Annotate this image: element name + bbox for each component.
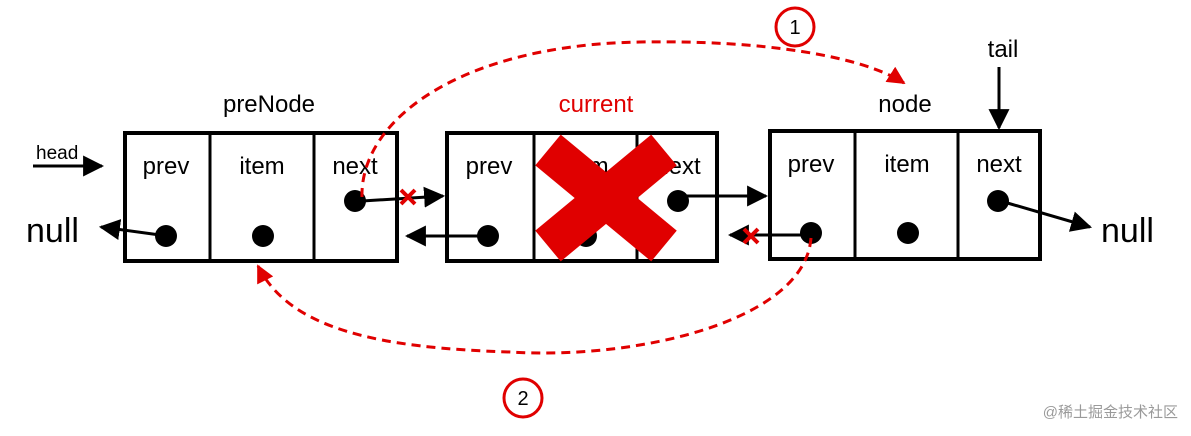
prenode-next-to-current-arrow: [361, 186, 446, 208]
node-item-dot: [897, 222, 919, 244]
step2-dashed-arrow: [256, 237, 813, 355]
node-next-cell: next: [976, 151, 1022, 178]
head-label: head: [36, 143, 78, 164]
step-1-label: 1: [789, 17, 800, 39]
cut-mark-icon-prev: [742, 227, 760, 245]
node-box: prev item next: [768, 129, 1042, 261]
prenode-next-cell: next: [332, 153, 378, 180]
prenode-box: prev item next: [123, 131, 399, 263]
cut-mark-icon-next: [399, 188, 417, 206]
prenode-prev-cell: prev: [143, 153, 190, 180]
current-label: current: [559, 91, 634, 118]
step-2-badge: 2: [502, 377, 544, 419]
step-1-badge: 1: [774, 6, 816, 48]
node-next-dot: [987, 190, 1009, 212]
node-next-to-null-arrow: [1003, 200, 1093, 232]
delete-cross-icon: [535, 134, 677, 262]
null-left-label: null: [26, 212, 79, 250]
node-prev-dot: [800, 222, 822, 244]
current-prev-cell: prev: [466, 153, 513, 180]
node-prev-cell: prev: [788, 151, 835, 178]
step-2-label: 2: [517, 388, 528, 410]
prenode-item-dot: [252, 225, 274, 247]
tail-label: tail: [988, 36, 1019, 63]
current-next-dot: [667, 190, 689, 212]
current-prev-dot: [477, 225, 499, 247]
prenode-prev-dot: [155, 225, 177, 247]
prenode-label: preNode: [223, 91, 315, 118]
node-item-cell: item: [884, 151, 929, 178]
prenode-item-cell: item: [239, 153, 284, 180]
watermark: @稀土掘金技术社区: [1043, 404, 1178, 421]
null-right-label: null: [1101, 212, 1154, 250]
step1-dashed-arrow: [360, 40, 906, 198]
prenode-prev-to-null-arrow: [98, 219, 161, 240]
node-label: node: [878, 91, 931, 118]
